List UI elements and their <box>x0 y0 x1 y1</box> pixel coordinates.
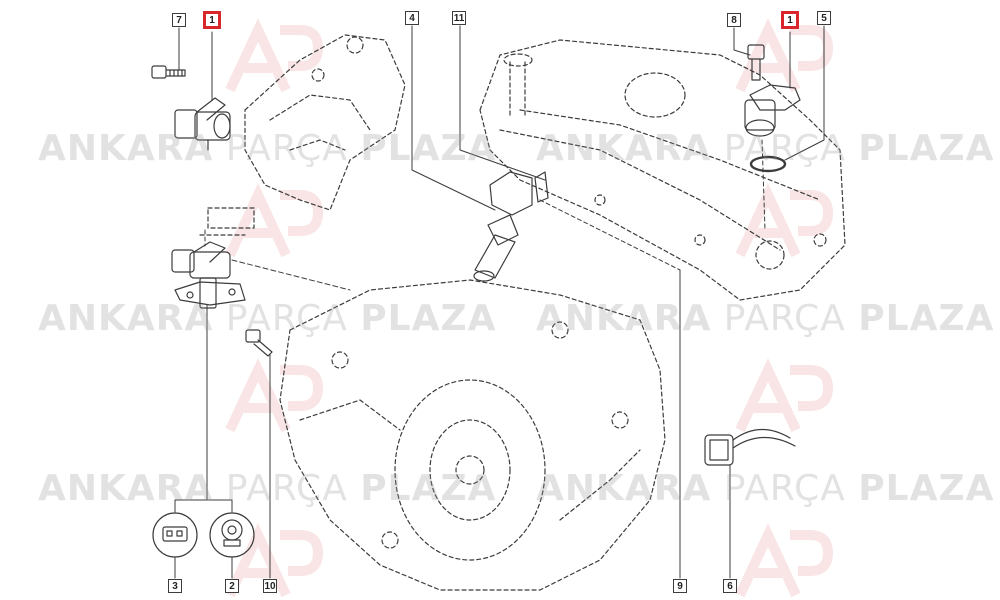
upper-left-housing <box>244 34 406 211</box>
watermark-logo <box>225 523 324 598</box>
watermark-logo <box>735 18 834 93</box>
callout-3: 3 <box>168 579 182 593</box>
callout-6: 6 <box>723 579 737 593</box>
callout-5: 5 <box>817 11 831 25</box>
gearbox-housing <box>279 279 666 591</box>
callout-9: 9 <box>673 579 687 593</box>
watermark-logo <box>735 183 834 258</box>
detail-view-3 <box>152 512 198 558</box>
watermark-logo <box>225 358 324 433</box>
callout-1-right: 1 <box>781 11 799 29</box>
callout-11: 11 <box>452 11 466 25</box>
callout-2: 2 <box>225 579 239 593</box>
watermark-logo <box>225 18 324 93</box>
callout-1-left: 1 <box>203 11 221 29</box>
detail-view-2 <box>209 512 255 558</box>
connector-6 <box>704 428 796 466</box>
sensor-left-middle <box>171 241 246 309</box>
watermark-logo <box>735 523 834 598</box>
callout-8: 8 <box>727 13 741 27</box>
bolt-10 <box>245 329 273 357</box>
callout-7: 7 <box>172 13 186 27</box>
bolt-8 <box>747 44 765 81</box>
leader-lines <box>174 25 825 579</box>
sensor-upper-right <box>744 84 801 137</box>
sensor-center <box>473 171 549 282</box>
watermark-logo <box>735 358 834 433</box>
callout-4: 4 <box>405 11 419 25</box>
callout-10: 10 <box>263 579 277 593</box>
o-ring <box>749 155 787 173</box>
sensor-upper-left <box>174 97 231 151</box>
bolt-7 <box>151 65 186 79</box>
